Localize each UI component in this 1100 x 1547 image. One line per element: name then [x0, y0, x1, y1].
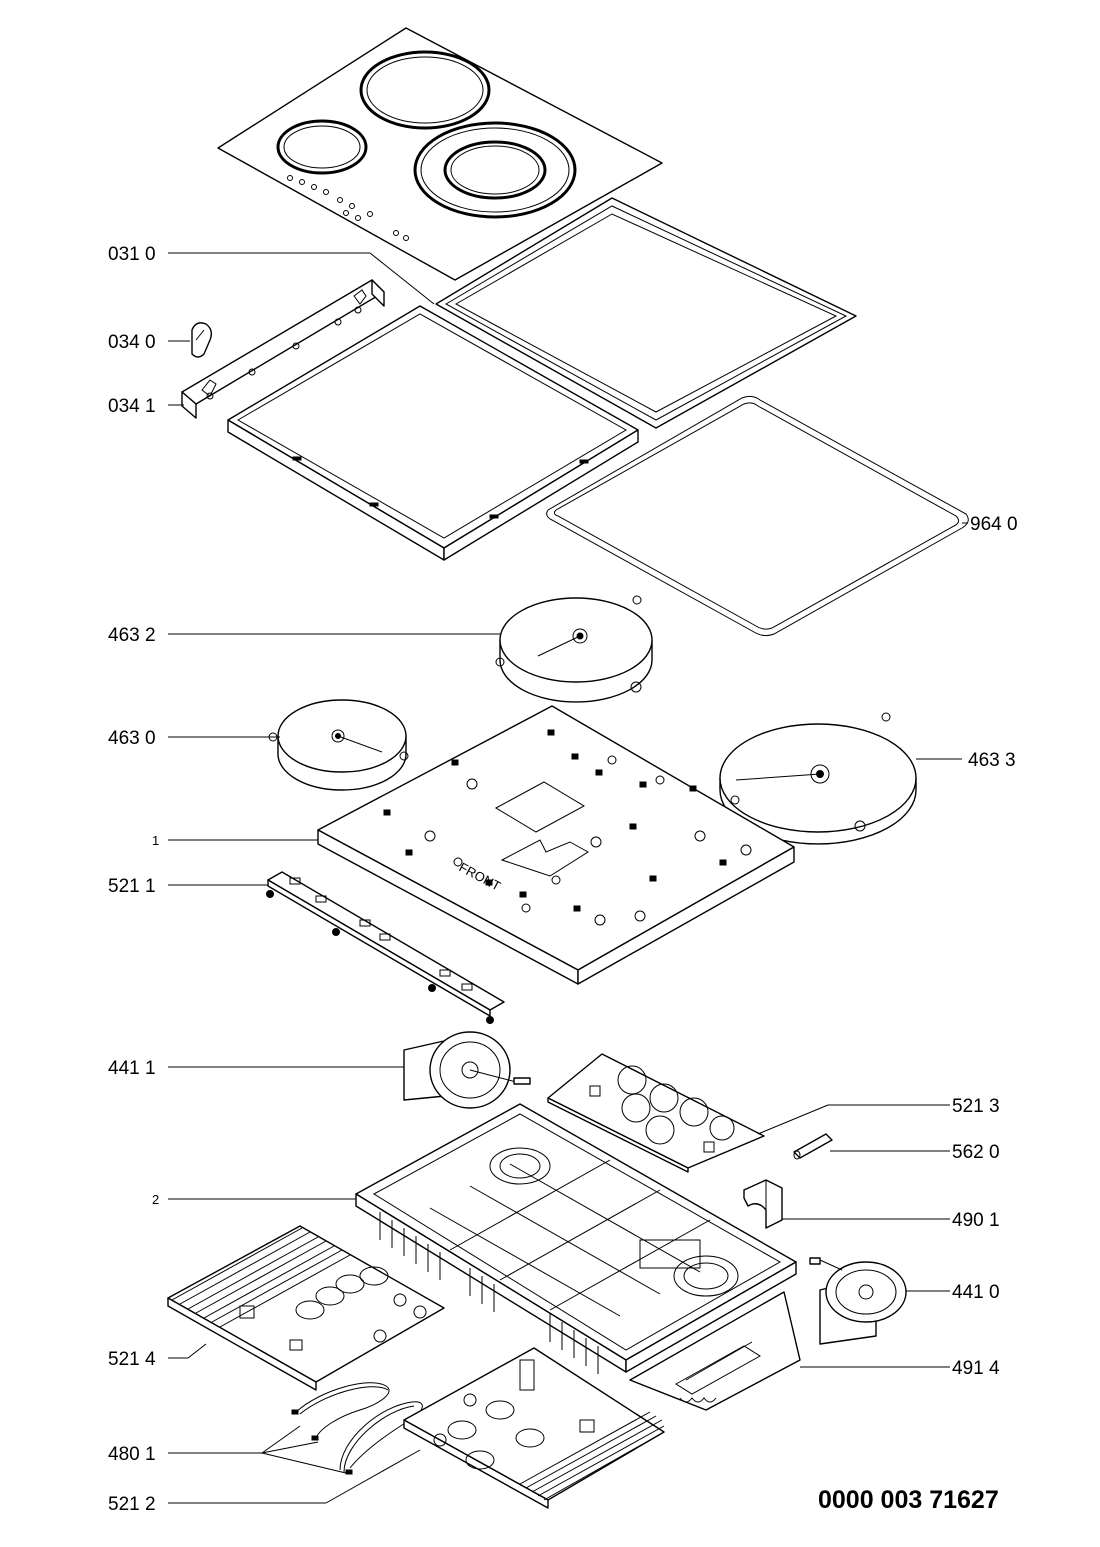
callout-964-0: 964 0	[970, 514, 1018, 535]
control-board-icon	[266, 871, 505, 1024]
induction-coil-icon	[268, 699, 409, 791]
rail-bracket-icon	[181, 279, 385, 419]
clip-icon	[191, 322, 213, 358]
trim-frame-icon	[435, 197, 857, 429]
cable-harness-icon	[291, 1382, 423, 1475]
callout-463-0: 463 0	[108, 728, 156, 749]
callout-490-1: 490 1	[952, 1210, 1000, 1231]
callout-463-2: 463 2	[108, 625, 156, 646]
callout-491-4: 491 4	[952, 1358, 1000, 1379]
fan-icon	[403, 1031, 531, 1109]
callout-labels: 031 0 034 0 034 1 964 0 463 2 463 0 463 …	[108, 244, 1018, 1515]
fuse-icon	[793, 1133, 833, 1160]
leader-lines	[168, 252, 968, 1504]
callout-480-1: 480 1	[108, 1444, 156, 1465]
support-plate-icon: FRONT	[317, 705, 795, 985]
callout-1: 1	[152, 833, 159, 848]
frame-icon	[227, 305, 639, 561]
induction-coil-icon	[719, 712, 917, 845]
callout-521-2: 521 2	[108, 1494, 156, 1515]
callout-463-3: 463 3	[968, 750, 1016, 771]
filter-board-icon	[547, 1053, 765, 1173]
induction-coil-icon	[495, 595, 653, 703]
gasket-seal-icon	[546, 395, 969, 637]
callout-521-1: 521 1	[108, 876, 156, 897]
callout-441-1: 441 1	[108, 1058, 156, 1079]
holder-icon	[743, 1179, 783, 1229]
callout-441-0: 441 0	[952, 1282, 1000, 1303]
power-board-icon	[167, 1225, 445, 1391]
callout-562-0: 562 0	[952, 1142, 1000, 1163]
callout-521-3: 521 3	[952, 1096, 1000, 1117]
callout-034-1: 034 1	[108, 396, 156, 417]
bottom-housing-icon	[355, 1103, 797, 1374]
document-number: 0000 003 71627	[818, 1486, 999, 1514]
callout-2: 2	[152, 1192, 159, 1207]
callout-034-0: 034 0	[108, 332, 156, 353]
power-board-icon	[403, 1347, 665, 1509]
fan-icon	[809, 1257, 907, 1345]
insulation-plate-icon	[629, 1291, 801, 1411]
callout-521-4: 521 4	[108, 1349, 156, 1370]
callout-031-0: 031 0	[108, 244, 156, 265]
ceramic-glass-top-icon	[217, 27, 663, 281]
